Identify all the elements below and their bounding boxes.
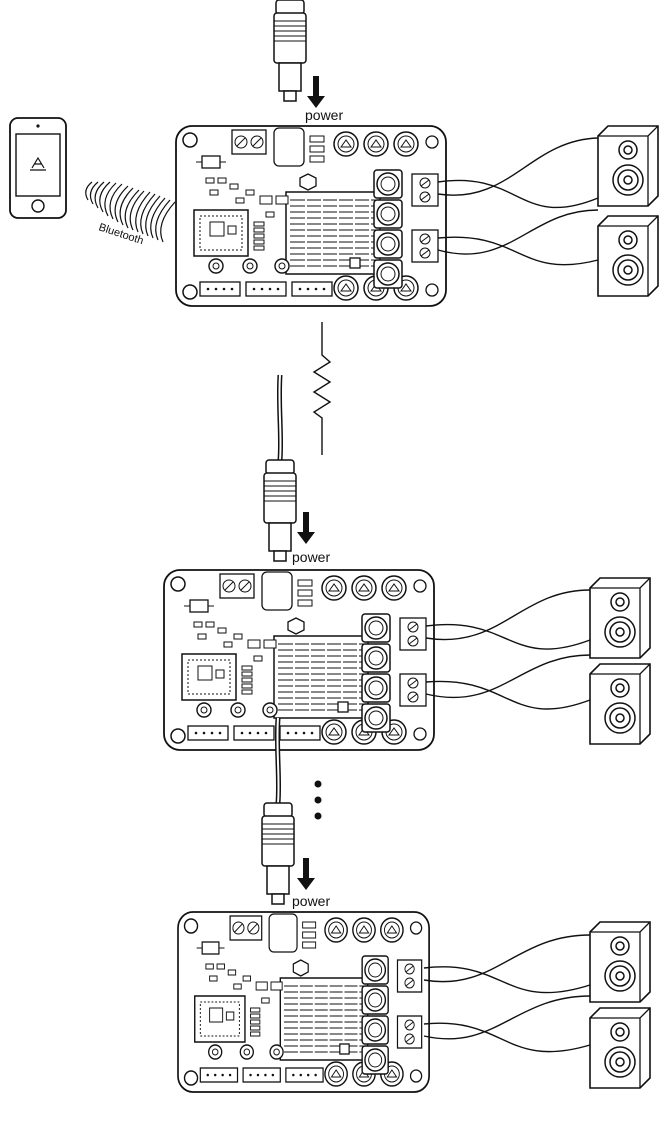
amplifier-board-3 [178, 912, 429, 1092]
amplifier-board-1 [176, 126, 446, 306]
amplifier-board-2 [164, 570, 434, 750]
speaker-wires-2 [425, 589, 591, 710]
arrow-down-icon-1 [307, 76, 325, 108]
arrow-down-icon-2 [297, 512, 315, 544]
arrow-down-icon-3 [297, 858, 315, 890]
speaker-icon-3b [589, 1007, 651, 1089]
bluetooth-label: Bluetooth [97, 221, 145, 247]
speaker-wires-3 [423, 934, 591, 1053]
speaker-icon-2b [589, 663, 651, 745]
bluetooth-waves-icon [85, 181, 176, 243]
power-label-1: power [305, 107, 343, 123]
power-label-2: power [292, 549, 330, 565]
speaker-wires-1 [437, 137, 599, 266]
speaker-icon-3a [589, 921, 651, 1003]
speaker-icon-1b [597, 215, 659, 297]
vertical-ellipsis-icon [314, 780, 322, 820]
power-plug-1 [274, 0, 306, 101]
power-plug-2 [264, 375, 296, 561]
speaker-icon-2a [589, 577, 651, 659]
power-label-3: power [292, 893, 330, 909]
smartphone-icon [9, 117, 67, 219]
speaker-icon-1a [597, 125, 659, 207]
resistor-link-icon [312, 322, 332, 455]
